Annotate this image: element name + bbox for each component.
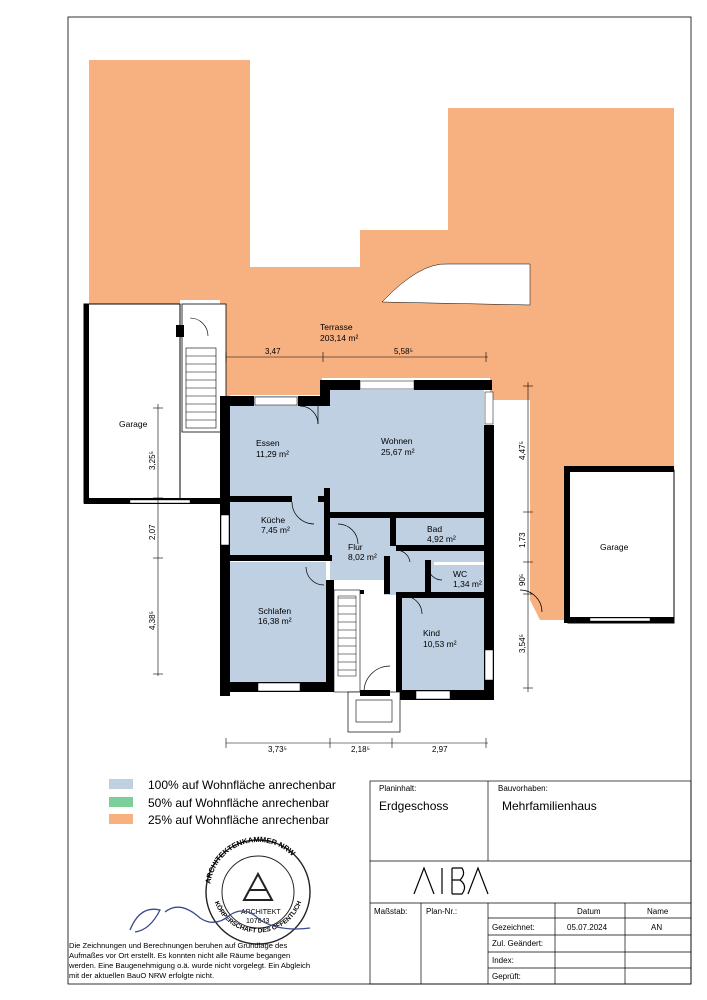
dim-bottom-3: 2,97 [432,745,448,754]
bad-area: 4,92 m² [427,534,456,544]
row-index-label: Index: [492,956,514,965]
dim-left-2: 2,07 [148,524,157,540]
doors [291,405,543,615]
flur-area: 8,02 m² [348,552,377,562]
planinhalt-label: Planinhalt: [379,784,416,793]
stamp-center-2: 107843 [246,918,269,925]
dim-left-3: 4,38⁵ [148,611,157,630]
garage-right-label: Garage [600,542,629,552]
title-block [369,780,692,985]
dim-top-1: 3,47 [265,347,281,356]
legend: 100% auf Wohnfläche anrechenbar 50% auf … [109,778,336,827]
legend-swatch-100 [109,779,133,789]
schlafen-area: 16,38 m² [258,616,292,626]
kind-area: 10,53 m² [423,639,457,649]
wc-name: WC [453,569,467,579]
terrasse-name: Terrasse [320,322,353,332]
dim-right-4: 3,54⁵ [518,634,527,653]
disclaimer-line-4: mit der aktuellen BauO NRW erfolgte nich… [69,971,214,980]
kueche-name: Küche [261,515,285,525]
planinhalt-value: Erdgeschoss [379,799,448,813]
dimension-labels: 3,47 5,58⁵ 3,25⁵ 2,07 4,38⁵ 4,47⁵ 1,73 9… [148,347,527,754]
stamp-top-text: ARCHITEKTENKAMMER NRW [203,835,297,884]
stamp-center-1: ARCHITEKT [241,909,281,916]
row-gezeichnet-datum: 05.07.2024 [567,923,608,932]
bauvorhaben-label: Bauvorhaben: [498,784,548,793]
company-logo [413,866,489,895]
stair-inner [333,589,361,693]
stair-left [176,303,227,433]
plan-nr-label: Plan-Nr.: [426,907,457,916]
dimension-lines [153,352,533,748]
dim-right-2: 1,73 [518,532,527,548]
legend-label-100: 100% auf Wohnfläche anrechenbar [148,778,336,792]
windows [220,380,494,700]
garage-left-label: Garage [119,419,148,429]
row-geprueft-label: Geprüft: [492,972,521,981]
dim-bottom-2: 2,18⁵ [351,745,370,754]
disclaimer-line-3: werden. Eine Baugenehmigung o.ä. wurde n… [68,961,310,970]
dim-top-2: 5,58⁵ [394,347,413,356]
kueche-area: 7,45 m² [261,525,290,535]
bauvorhaben-value: Mehrfamilienhaus [502,799,597,813]
essen-name: Essen [256,438,280,448]
disclaimer-line-2: Aufmaßes vor Ort erstellt. Es konnten ni… [69,951,290,960]
dim-bottom-1: 3,73⁵ [268,745,287,754]
essen-area: 11,29 m² [256,449,289,459]
row-gezeichnet-label: Gezeichnet: [492,923,535,932]
terrasse-area: 203,14 m² [320,333,358,343]
massstab-label: Maßstab: [374,907,407,916]
kind-name: Kind [423,628,440,638]
dim-left-1: 3,25⁵ [148,451,157,470]
svg-text:ARCHITEKTENKAMMER NRW: ARCHITEKTENKAMMER NRW [203,835,297,884]
dim-right-3: 90⁵ [518,574,527,586]
legend-label-25: 25% auf Wohnfläche anrechenbar [148,813,329,827]
bad-name: Bad [427,524,442,534]
legend-label-50: 50% auf Wohnfläche anrechenbar [148,796,329,810]
signature-mark [129,906,311,933]
dim-right-1: 4,47⁵ [518,441,527,460]
legend-swatch-50 [109,797,133,807]
wohnen-name: Wohnen [381,436,413,446]
name-column-header: Name [647,907,669,916]
entrance [347,600,401,733]
wohnen-area: 25,67 m² [381,447,415,457]
row-geaendert-label: Zul. Geändert: [492,939,543,948]
row-gezeichnet-name: AN [651,923,662,932]
datum-column-header: Datum [577,907,601,916]
disclaimer-line-1: Die Zeichnungen und Berechnungen beruhen… [69,941,287,950]
terrace-cutout [381,263,531,306]
schlafen-name: Schlafen [258,606,291,616]
flur-name: Flur [348,542,363,552]
garage-left [83,303,181,504]
room-labels: Terrasse 203,14 m² Essen 11,29 m² Wohnen… [256,322,482,649]
legend-swatch-25 [109,814,133,824]
garage-right [567,469,675,624]
wc-area: 1,34 m² [453,579,482,589]
disclaimer: Die Zeichnungen und Berechnungen beruhen… [68,941,310,980]
